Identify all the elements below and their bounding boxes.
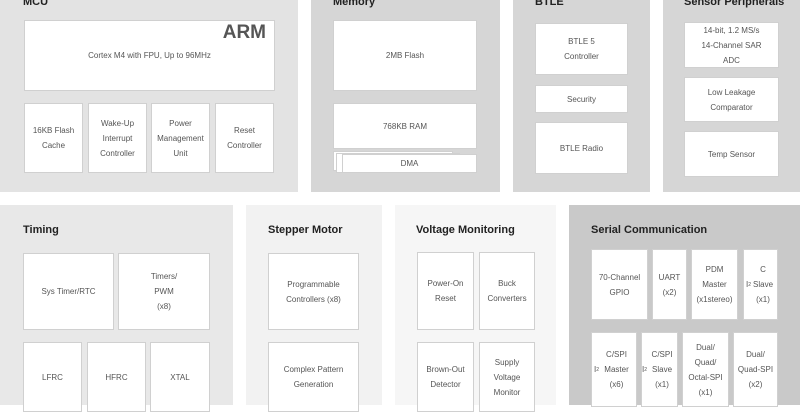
mcu-panel: MCU ARM Cortex M4 with FPU, Up to 96MHz … bbox=[0, 0, 298, 192]
temp-sensor-block: Temp Sensor bbox=[684, 131, 779, 177]
memory-panel: Memory 2MB Flash 768KB RAM DMA bbox=[311, 0, 500, 192]
stepper-title: Stepper Motor bbox=[268, 224, 343, 236]
btle-radio-block: BTLE Radio bbox=[535, 122, 628, 174]
octal-spi-block: Dual/ Quad/ Octal-SPI (x1) bbox=[682, 332, 729, 407]
stepper-panel: Stepper Motor Programmable Controllers (… bbox=[246, 205, 382, 412]
xtal-block: XTAL bbox=[150, 342, 210, 412]
lfrc-block: LFRC bbox=[23, 342, 82, 412]
hfrc-block: HFRC bbox=[87, 342, 146, 412]
uart-block: UART (x2) bbox=[652, 249, 687, 320]
dma-block: DMA bbox=[342, 154, 477, 173]
sensor-panel: Sensor Peripherals 14-bit, 1.2 MS/s 14-C… bbox=[663, 0, 800, 192]
comparator-block: Low Leakage Comparator bbox=[684, 77, 779, 122]
arm-core-block: ARM Cortex M4 with FPU, Up to 96MHz bbox=[24, 20, 275, 91]
mcu-title: MCU bbox=[23, 0, 49, 8]
timing-title: Timing bbox=[23, 224, 59, 236]
sensor-title: Sensor Peripherals bbox=[684, 0, 785, 8]
core-label: Cortex M4 with FPU, Up to 96MHz bbox=[88, 51, 211, 60]
buck-converters-block: Buck Converters bbox=[479, 252, 535, 330]
serial-title: Serial Communication bbox=[591, 224, 708, 236]
brown-out-block: Brown-Out Detector bbox=[417, 342, 474, 412]
arm-logo: ARM bbox=[222, 22, 266, 43]
serial-panel: Serial Communication 70-Channel GPIO UAR… bbox=[569, 205, 800, 407]
supply-monitor-block: Supply Voltage Monitor bbox=[479, 342, 535, 412]
adc-block: 14-bit, 1.2 MS/s 14-Channel SAR ADC bbox=[684, 22, 779, 68]
security-block: Security bbox=[535, 85, 628, 113]
memory-title: Memory bbox=[333, 0, 376, 8]
quad-spi-block: Dual/ Quad-SPI (x2) bbox=[733, 332, 778, 407]
programmable-controllers-block: Programmable Controllers (x8) bbox=[268, 253, 359, 330]
gpio-block: 70-Channel GPIO bbox=[591, 249, 648, 320]
reset-controller-block: Reset Controller bbox=[215, 103, 274, 173]
voltage-panel: Voltage Monitoring Power-On Reset Buck C… bbox=[395, 205, 556, 412]
timing-panel: Timing Sys Timer/RTC Timers/ PWM (x8) LF… bbox=[0, 205, 233, 412]
sys-timer-block: Sys Timer/RTC bbox=[23, 253, 114, 330]
ram-block: 768KB RAM bbox=[333, 103, 477, 149]
btle-panel: BTLE BTLE 5 Controller Security BTLE Rad… bbox=[513, 0, 650, 192]
pattern-generation-block: Complex Pattern Generation bbox=[268, 342, 359, 412]
timers-pwm-block: Timers/ PWM (x8) bbox=[118, 253, 210, 330]
btle-controller-block: BTLE 5 Controller bbox=[535, 23, 628, 75]
power-on-reset-block: Power-On Reset bbox=[417, 252, 474, 330]
wakeup-controller-block: Wake-Up Interrupt Controller bbox=[88, 103, 147, 173]
power-management-block: Power Management Unit bbox=[151, 103, 210, 173]
voltage-title: Voltage Monitoring bbox=[416, 224, 515, 236]
pdm-block: PDM Master (x1stereo) bbox=[691, 249, 738, 320]
btle-title: BTLE bbox=[535, 0, 564, 8]
flash-cache-block: 16KB Flash Cache bbox=[24, 103, 83, 173]
flash-block: 2MB Flash bbox=[333, 20, 477, 91]
